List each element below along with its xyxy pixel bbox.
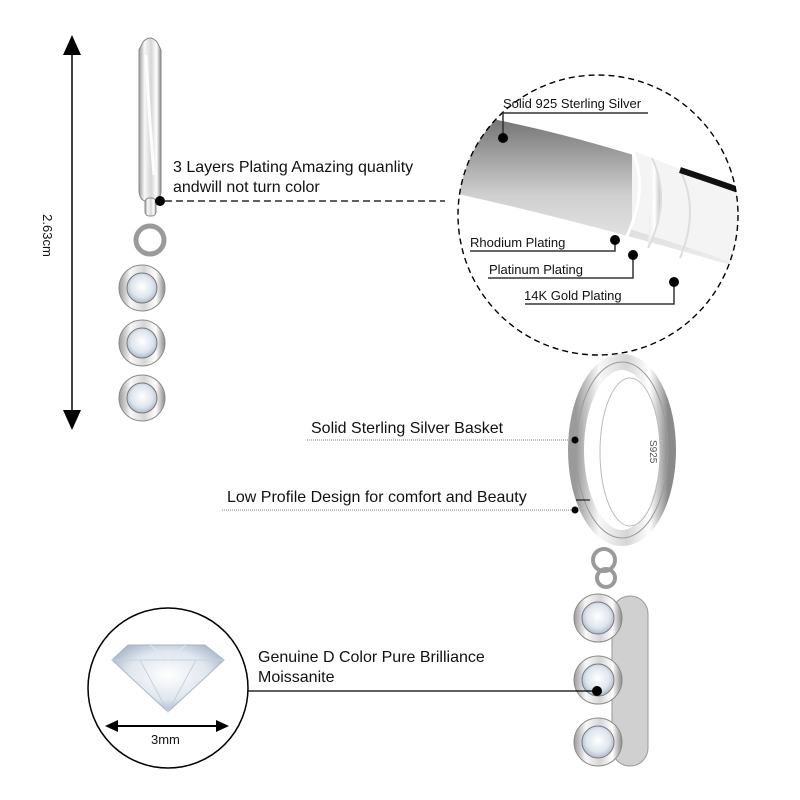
layer-label-gold: 14K Gold Plating: [524, 288, 622, 303]
arrow-right-icon: [216, 720, 229, 732]
side-stone-stack: [118, 264, 166, 422]
arrow-left-icon: [105, 720, 118, 732]
earring-side-view: [118, 37, 167, 422]
layer-leaders: [470, 112, 679, 305]
stone-leader: [248, 686, 602, 696]
zoom-circle: [457, 74, 739, 356]
plating-cross-section: [457, 74, 739, 356]
basket-label: Solid Sterling Silver Basket: [311, 420, 504, 437]
arrow-up-icon: [63, 35, 81, 55]
height-label: 2.63cm: [39, 214, 55, 257]
stone-detail: [87, 607, 249, 769]
layer-label-platinum: Platinum Plating: [489, 262, 583, 277]
layer-label-rhodium: Rhodium Plating: [470, 235, 566, 250]
plating-summary-line2: andwill not turn color: [173, 179, 320, 196]
plating-summary-line1: 3 Layers Plating Amazing quanlity: [173, 159, 414, 176]
earring-front-view: S925: [568, 354, 676, 767]
stone-label-line2: Moissanite: [258, 669, 335, 686]
height-dimension-arrow: [63, 35, 81, 430]
stone-label-line1: Genuine D Color Pure Brilliance: [258, 649, 485, 666]
hallmark-text: S925: [647, 440, 658, 464]
front-stone-stack: [573, 593, 649, 767]
stone-diameter-label: 3mm: [151, 732, 180, 747]
plating-leader: [155, 196, 445, 206]
profile-leader: [222, 499, 590, 514]
profile-label: Low Profile Design for comfort and Beaut…: [227, 489, 527, 506]
basket-leader: [307, 436, 579, 444]
layer-label-silver: Solid 925 Sterling Silver: [503, 96, 642, 111]
arrow-down-icon: [63, 410, 81, 430]
